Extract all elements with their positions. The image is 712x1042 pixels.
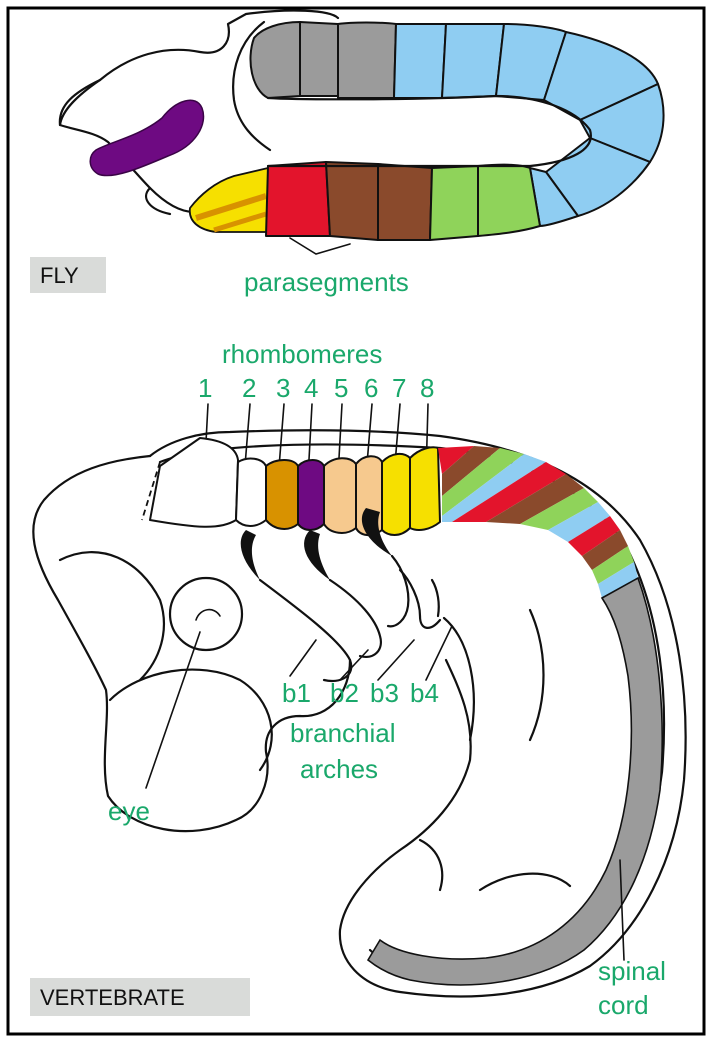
arch-label-b1: b1 [282,678,311,708]
arches-label: arches [300,754,378,784]
arch-label-b3: b3 [370,678,399,708]
fly-seg-red [266,162,330,236]
arch-swirl-2 [304,530,330,580]
rhombomere-7 [382,454,410,535]
fly-seg-blue-2 [442,24,504,98]
fly-seg-green-2 [478,165,540,236]
pointer-b2 [340,650,368,680]
fly-purple-region [90,100,203,175]
arch-label-b2: b2 [330,678,359,708]
rhombomere-number-2: 2 [242,373,256,403]
rhombomeres-label: rhombomeres [222,339,382,369]
vertebrate-tag: VERTEBRATE [30,978,250,1016]
fly-seg-brown-1 [326,162,378,240]
arch-outline-b4-tip [432,580,439,616]
arch-label-b4: b4 [410,678,439,708]
rhombomere-number-6: 6 [364,373,378,403]
fly-seg-grey-1 [250,22,300,98]
vertebrate-forehead-fold [60,552,164,680]
rhombomere-3 [266,460,298,529]
rhombomere-number-1: 1 [198,373,212,403]
body-fold-2 [530,610,544,740]
fly-seg-grey-3 [338,23,396,99]
parasegments-pointer [290,238,350,254]
rhombomere-5 [324,458,356,533]
spinal-cord [368,578,662,985]
arch-outline-b4 [400,570,440,628]
fly-inner-channel [268,96,591,166]
rhombomere-1 [150,438,238,527]
arch-outline-b3 [388,556,408,626]
rhombomere-number-7: 7 [392,373,406,403]
vertebrate-face-outline [110,670,272,770]
rhombomere-number-5: 5 [334,373,348,403]
rhombomere-8 [410,447,440,530]
parasegments-label: parasegments [244,267,409,297]
branchial-label: branchial [290,718,396,748]
arch-swirl-1 [241,530,260,580]
rhombomere-numbers: 1 2 3 4 5 6 7 8 [198,373,434,403]
eye-label: eye [108,796,150,826]
fly-tag-text: FLY [40,263,79,288]
fly-tag: FLY [30,257,106,293]
rhombomere-number-3: 3 [276,373,290,403]
body-fold-3 [420,840,442,890]
fly-seg-grey-2 [300,22,338,96]
pointer-b1 [290,640,316,676]
fly-seg-green-1 [430,166,478,240]
pointer-eye [146,632,200,788]
eye-lens [196,610,220,620]
eye-outline [170,578,242,650]
fly-seg-brown-2 [378,164,432,240]
spinal-label: spinal [598,956,666,986]
pointer-b4 [426,626,452,680]
fly-embryo [60,11,664,254]
arch-outline-b1 [260,580,351,681]
cord-label: cord [598,990,649,1020]
arch-outline-b2 [330,580,381,657]
rhombomere-number-8: 8 [420,373,434,403]
rhombomere-2 [236,459,266,526]
rhombomere-number-4: 4 [304,373,318,403]
pointer-b3 [378,640,414,680]
body-fold-4 [480,874,570,890]
fly-seg-blue-1 [394,24,446,98]
vertebrate-tag-text: VERTEBRATE [40,985,185,1010]
vertebrate-embryo [33,430,685,996]
rhombomere-4 [298,460,324,530]
